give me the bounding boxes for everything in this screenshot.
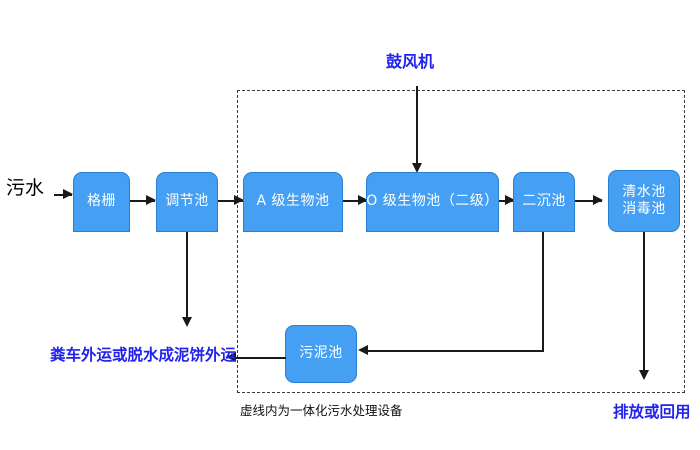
connector-inlet-to-grille-arrowhead xyxy=(63,189,73,199)
connector-secondary-to-clearwater-line xyxy=(575,200,602,203)
connector-clearwater-to-outlet-arrowhead xyxy=(638,370,649,380)
connector-regulating-to-disposal-line xyxy=(186,232,189,320)
connector-clearwater-to-outlet-line xyxy=(643,232,646,374)
sludge-disposal-label: 粪车外运或脱水成泥饼外运 xyxy=(50,346,237,364)
blower-label: 鼓风机 xyxy=(386,52,435,71)
connector-secondary-to-sludge-hline xyxy=(363,350,543,353)
node-clearwater-label-line1: 清水池 xyxy=(622,183,666,200)
connector-o-to-secondary-arrowhead xyxy=(505,195,515,205)
node-regulating-tank-label: 调节池 xyxy=(165,193,209,210)
connector-blower-to-o-stage-arrowhead xyxy=(411,163,422,173)
node-secondary-clarifier-label: 二沉池 xyxy=(522,193,566,210)
node-sludge-tank-label: 污泥池 xyxy=(299,345,343,362)
node-clearwater-disinfection-tank[interactable]: 清水池 消毒池 xyxy=(608,170,680,232)
node-a-stage-bioreactor[interactable]: A 级生物池 xyxy=(243,172,343,232)
connector-regulating-to-a-stage-arrowhead xyxy=(234,195,244,205)
connector-secondary-to-sludge-arrowhead xyxy=(358,345,368,355)
inlet-label: 污水 xyxy=(6,177,45,199)
connector-sludge-to-disposal-line xyxy=(232,357,286,360)
connector-secondary-to-clearwater-arrowhead xyxy=(593,195,603,205)
node-grille[interactable]: 格栅 xyxy=(73,172,130,232)
node-clearwater-label-line2: 消毒池 xyxy=(622,201,666,217)
node-secondary-clarifier[interactable]: 二沉池 xyxy=(513,172,575,232)
connector-regulating-to-a-stage-line xyxy=(218,200,243,203)
connector-sludge-to-disposal-arrowhead xyxy=(226,352,236,362)
connector-blower-to-o-stage-line xyxy=(416,86,419,166)
connector-grille-to-regulating-line xyxy=(130,200,155,203)
node-a-stage-bioreactor-label: A 级生物池 xyxy=(256,193,330,210)
node-o-stage-bioreactor-label: O 级生物池（二级） xyxy=(366,193,499,210)
node-o-stage-bioreactor[interactable]: O 级生物池（二级） xyxy=(366,172,499,232)
node-sludge-tank[interactable]: 污泥池 xyxy=(285,325,357,383)
connector-regulating-to-disposal-arrowhead xyxy=(181,317,192,327)
connector-a-to-o-arrowhead xyxy=(358,195,368,205)
integrated-equipment-boundary xyxy=(237,90,685,393)
connector-a-to-o-line xyxy=(343,200,367,203)
outlet-label: 排放或回用 xyxy=(613,403,691,421)
node-regulating-tank[interactable]: 调节池 xyxy=(156,172,218,232)
connector-secondary-to-sludge-vline xyxy=(542,232,545,352)
connector-grille-to-regulating-arrowhead xyxy=(146,195,156,205)
node-grille-label: 格栅 xyxy=(87,193,116,210)
equipment-boundary-caption: 虚线内为一体化污水处理设备 xyxy=(240,403,403,418)
